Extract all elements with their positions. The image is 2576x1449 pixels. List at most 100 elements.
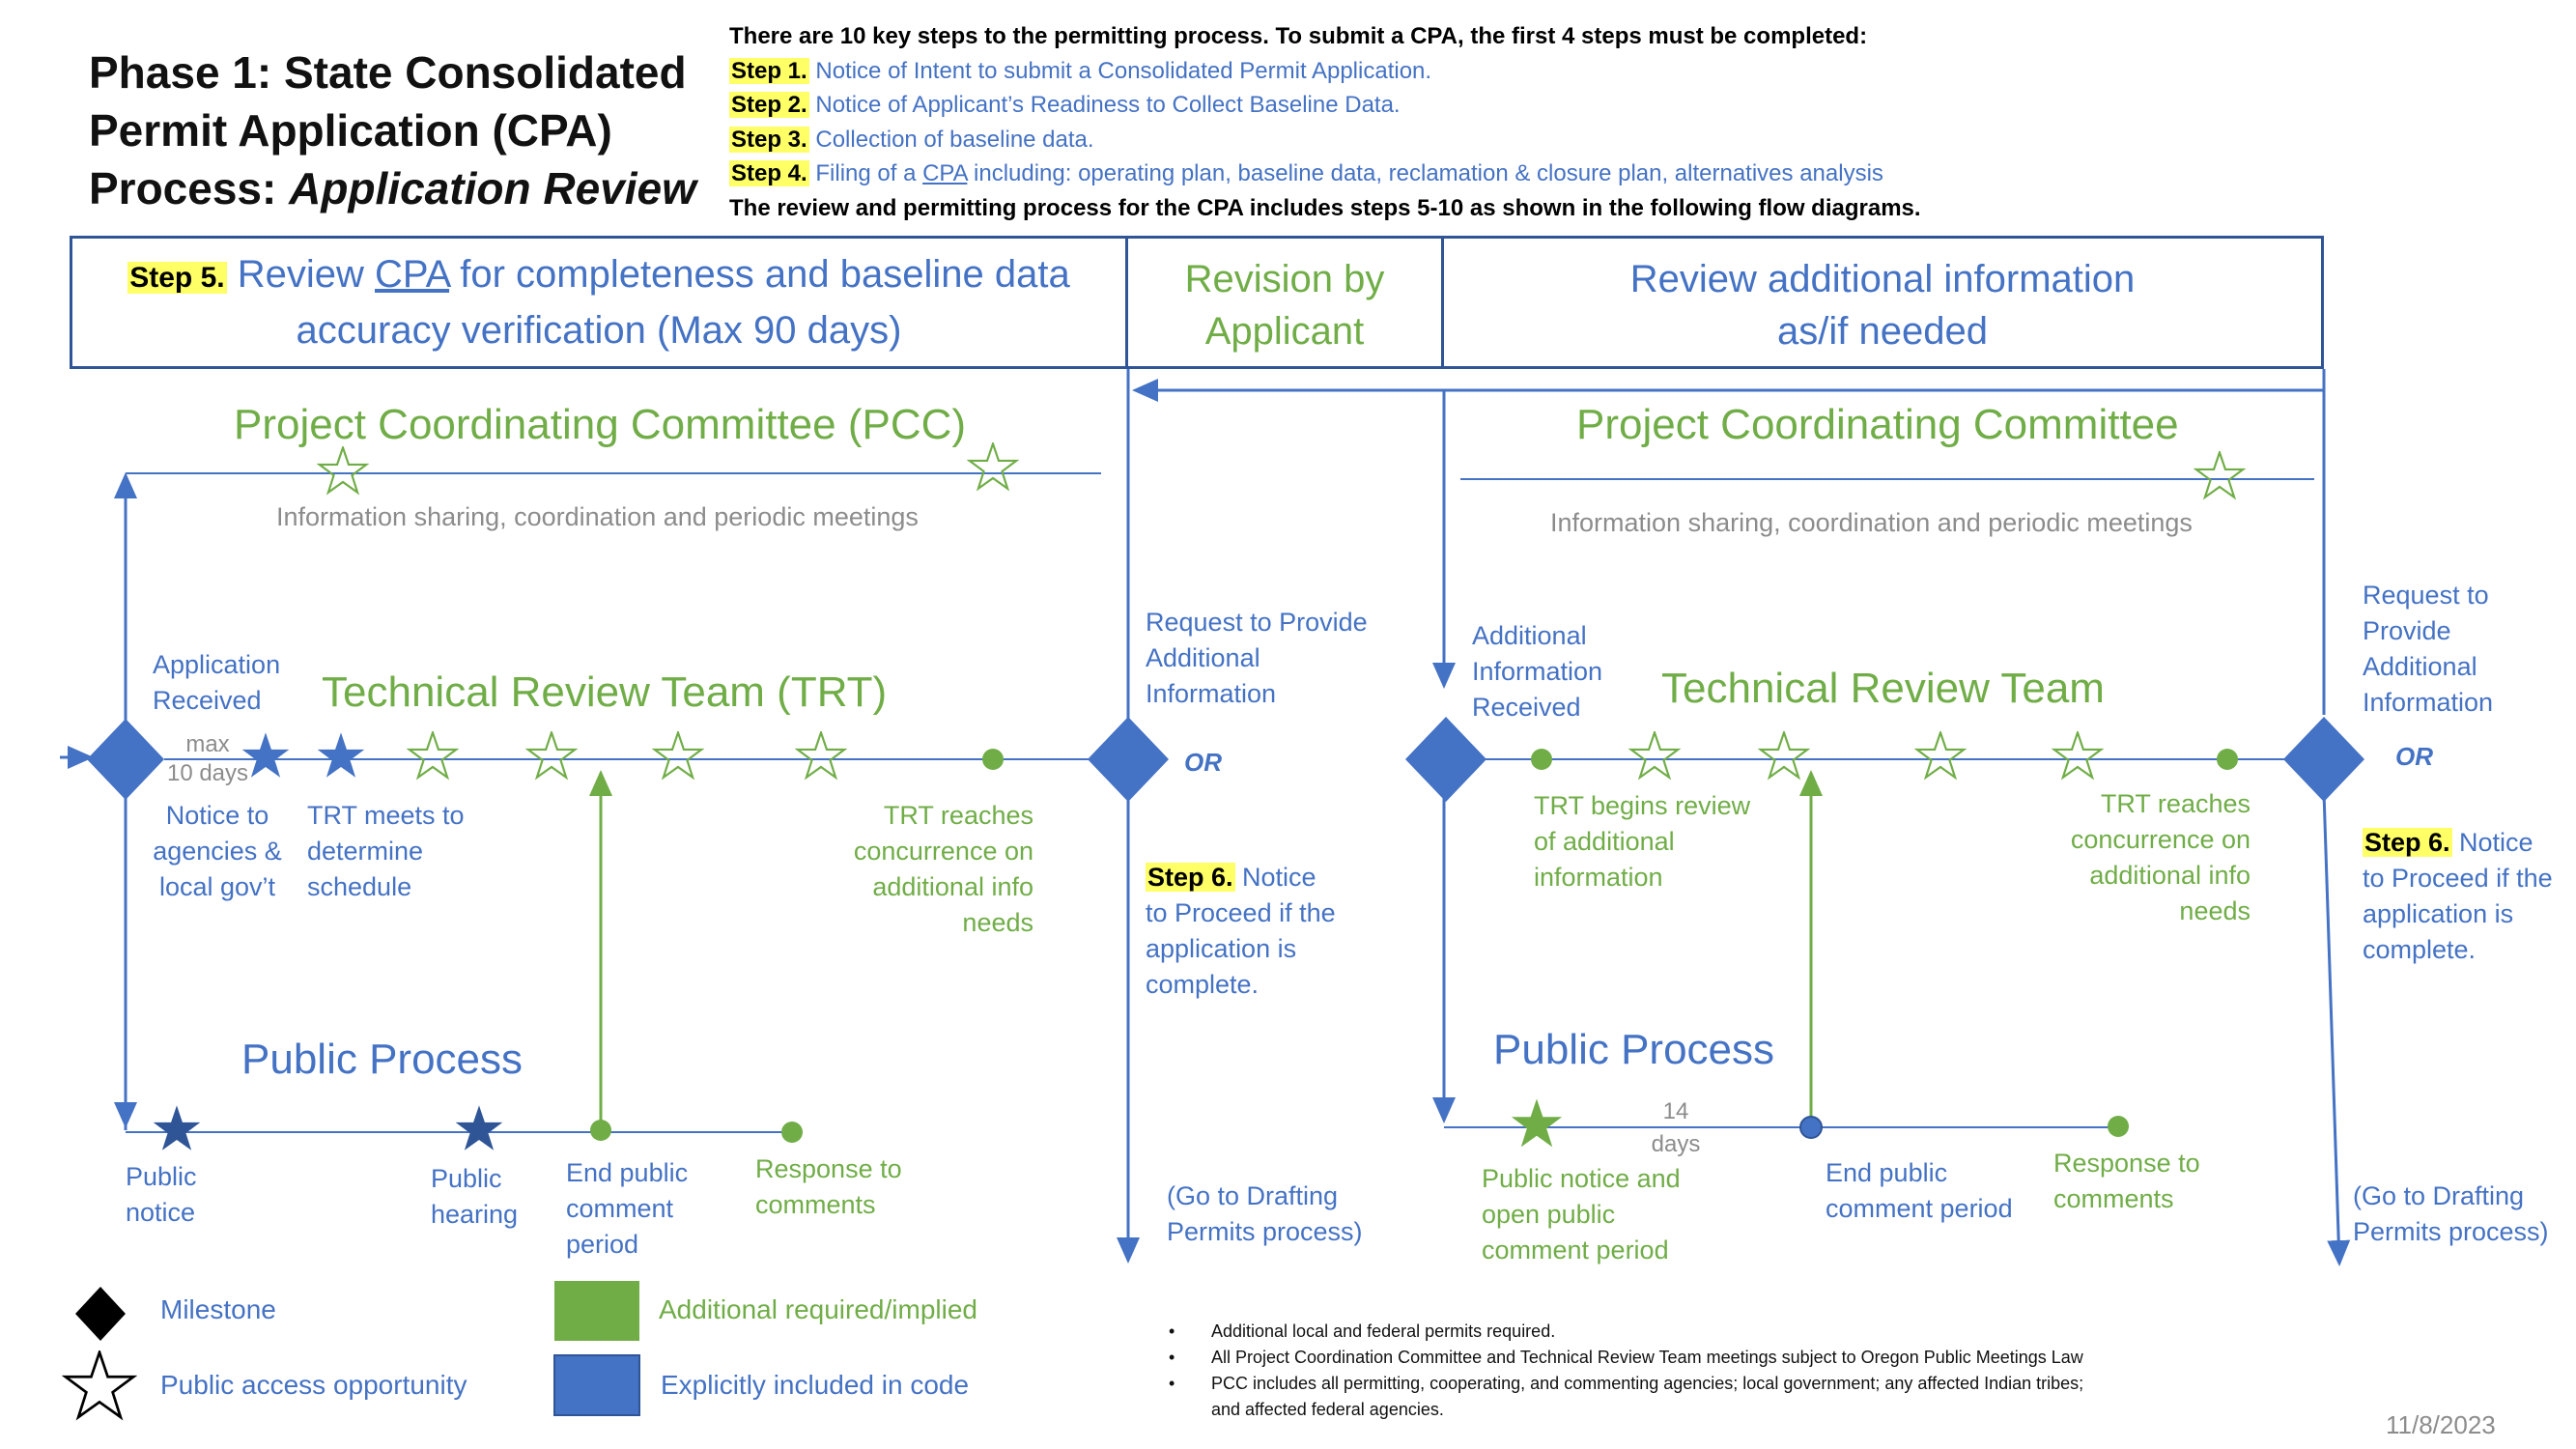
dot-end-public-comment [590,1120,611,1141]
star-trt-meets-icon [317,732,365,778]
milestone-request-info-right [2283,717,2364,802]
milestone-request-info-left [1088,717,1169,802]
milestone-additional-info-received [1405,717,1486,802]
left-trt-title: Technical Review Team (TRT) [322,668,888,716]
legend-blue-swatch [553,1354,640,1416]
right-request-line3: Additional [2363,652,2477,681]
review-box: Review additional information as/if need… [1441,236,2324,369]
right-public-title: Public Process [1493,1026,1775,1073]
dot-trt-concurrence [982,749,1004,770]
right-trt-reaches-line4: needs [2179,896,2250,925]
legend-additional-label: Additional required/implied [659,1294,977,1324]
intro-step-2: Step 2. Notice of Applicant’s Readiness … [729,88,2545,123]
end-comment-line2: comment [566,1194,674,1223]
review-line1: Review additional information [1629,258,2136,300]
step-3-text: Collection of baseline data. [815,126,1094,153]
step-4-text-post: including: operating plan, baseline data… [967,160,1883,186]
right-end-comment-line1: End public [1826,1158,1948,1187]
app-received-line2: Received [153,686,262,715]
right-pcc-title: Project Coordinating Committee [1576,401,2179,448]
star-right-public-notice-icon [1511,1098,1563,1148]
intro-step-4: Step 4. Filing of a CPA including: opera… [729,156,2545,191]
middle-step6-line1: Step 6. Notice [1146,860,1336,895]
star-trt-meeting-2-icon [528,732,576,777]
star-pcc-meeting-2-icon [970,443,1017,488]
right-trt-reaches-line1: TRT reaches [2100,789,2250,818]
right-step6-text1: Notice [2451,828,2534,857]
middle-step6-text2: to Proceed if the [1146,898,1336,927]
footnote-3-cont: and affected federal agencies. [1211,1400,1444,1419]
left-trt-reaches-line2: concurrence on [853,837,1033,866]
right-drafting-line1: (Go to Drafting [2353,1181,2525,1210]
page-title: Phase 1: State Consolidated Permit Appli… [89,43,707,217]
dot-trt-begins-review [1531,749,1552,770]
star-trt-meeting-3-icon [655,732,702,777]
trt-begins-line2: of additional [1534,827,1675,856]
right-14-days: 14 days [1642,1095,1710,1161]
revision-line2: Applicant [1204,310,1365,353]
star-right-trt-1-icon [1631,732,1679,777]
footnote-2: All Project Coordination Committee and T… [1169,1345,2231,1371]
title-line3-italic: Application Review [289,163,696,213]
step5-box: Step 5. Review CPA for completeness and … [70,236,1128,369]
step5-line2: accuracy verification (Max 90 days) [296,309,902,352]
star-right-trt-3-icon [1917,732,1965,777]
intro-footer: The review and permitting process for th… [729,194,1921,221]
trt-begins-line1: TRT begins review [1534,791,1751,820]
footnotes: Additional local and federal permits req… [1169,1319,2231,1423]
intro-step-1: Step 1. Notice of Intent to submit a Con… [729,54,2545,89]
left-trt-reaches-line3: additional info [872,872,1033,901]
dot-right-end-public-comment [1799,1116,1823,1139]
middle-step6-text1: Notice [1234,863,1316,892]
public-hearing-line2: hearing [431,1200,519,1229]
star-right-trt-2-icon [1761,732,1808,777]
step-2-text: Notice of Applicant’s Readiness to Colle… [815,92,1401,118]
notice-agencies-line3: local gov’t [158,872,276,901]
days14-line2: days [1651,1131,1701,1157]
step-3-label: Step 3. [729,126,809,153]
title-line1: Phase 1: State Consolidated [89,47,687,98]
star-right-pcc-icon [2196,452,2244,497]
right-response-line2: comments [2053,1184,2174,1213]
days14-line1: 14 [1662,1098,1689,1124]
revision-line1: Revision by [1184,258,1385,300]
right-public-notice-line3: comment period [1482,1236,1669,1264]
intro-block: There are 10 key steps to the permitting… [729,19,2545,225]
star-trt-meeting-1-icon [410,732,457,777]
step5-label: Step 5. [127,262,227,294]
star-public-notice-icon [153,1105,201,1151]
trt-meets-line2: determine [307,837,424,866]
right-pcc-subtitle: Information sharing, coordination and pe… [1550,508,2193,537]
middle-request-line3: Information [1146,679,1277,708]
right-drafting-line2: Permits process) [2353,1217,2549,1246]
right-request-line4: Information [2363,688,2494,717]
trt-meets-line1: TRT meets to [307,801,465,830]
response-line2: comments [755,1190,876,1219]
legend-milestone-label: Milestone [160,1294,276,1324]
right-trt-title: Technical Review Team [1661,665,2105,712]
public-notice-line2: notice [126,1198,196,1227]
left-pcc-subtitle: Information sharing, coordination and pe… [276,502,919,531]
revision-box: Revision by Applicant [1125,236,1444,369]
public-hearing-line1: Public [431,1164,502,1193]
step5-cpa-link: CPA [375,253,450,296]
review-line2: as/if needed [1777,310,1988,353]
add-received-line3: Received [1472,693,1581,722]
left-public-title: Public Process [241,1036,524,1083]
public-hearing-label: Public hearing [431,1161,518,1233]
